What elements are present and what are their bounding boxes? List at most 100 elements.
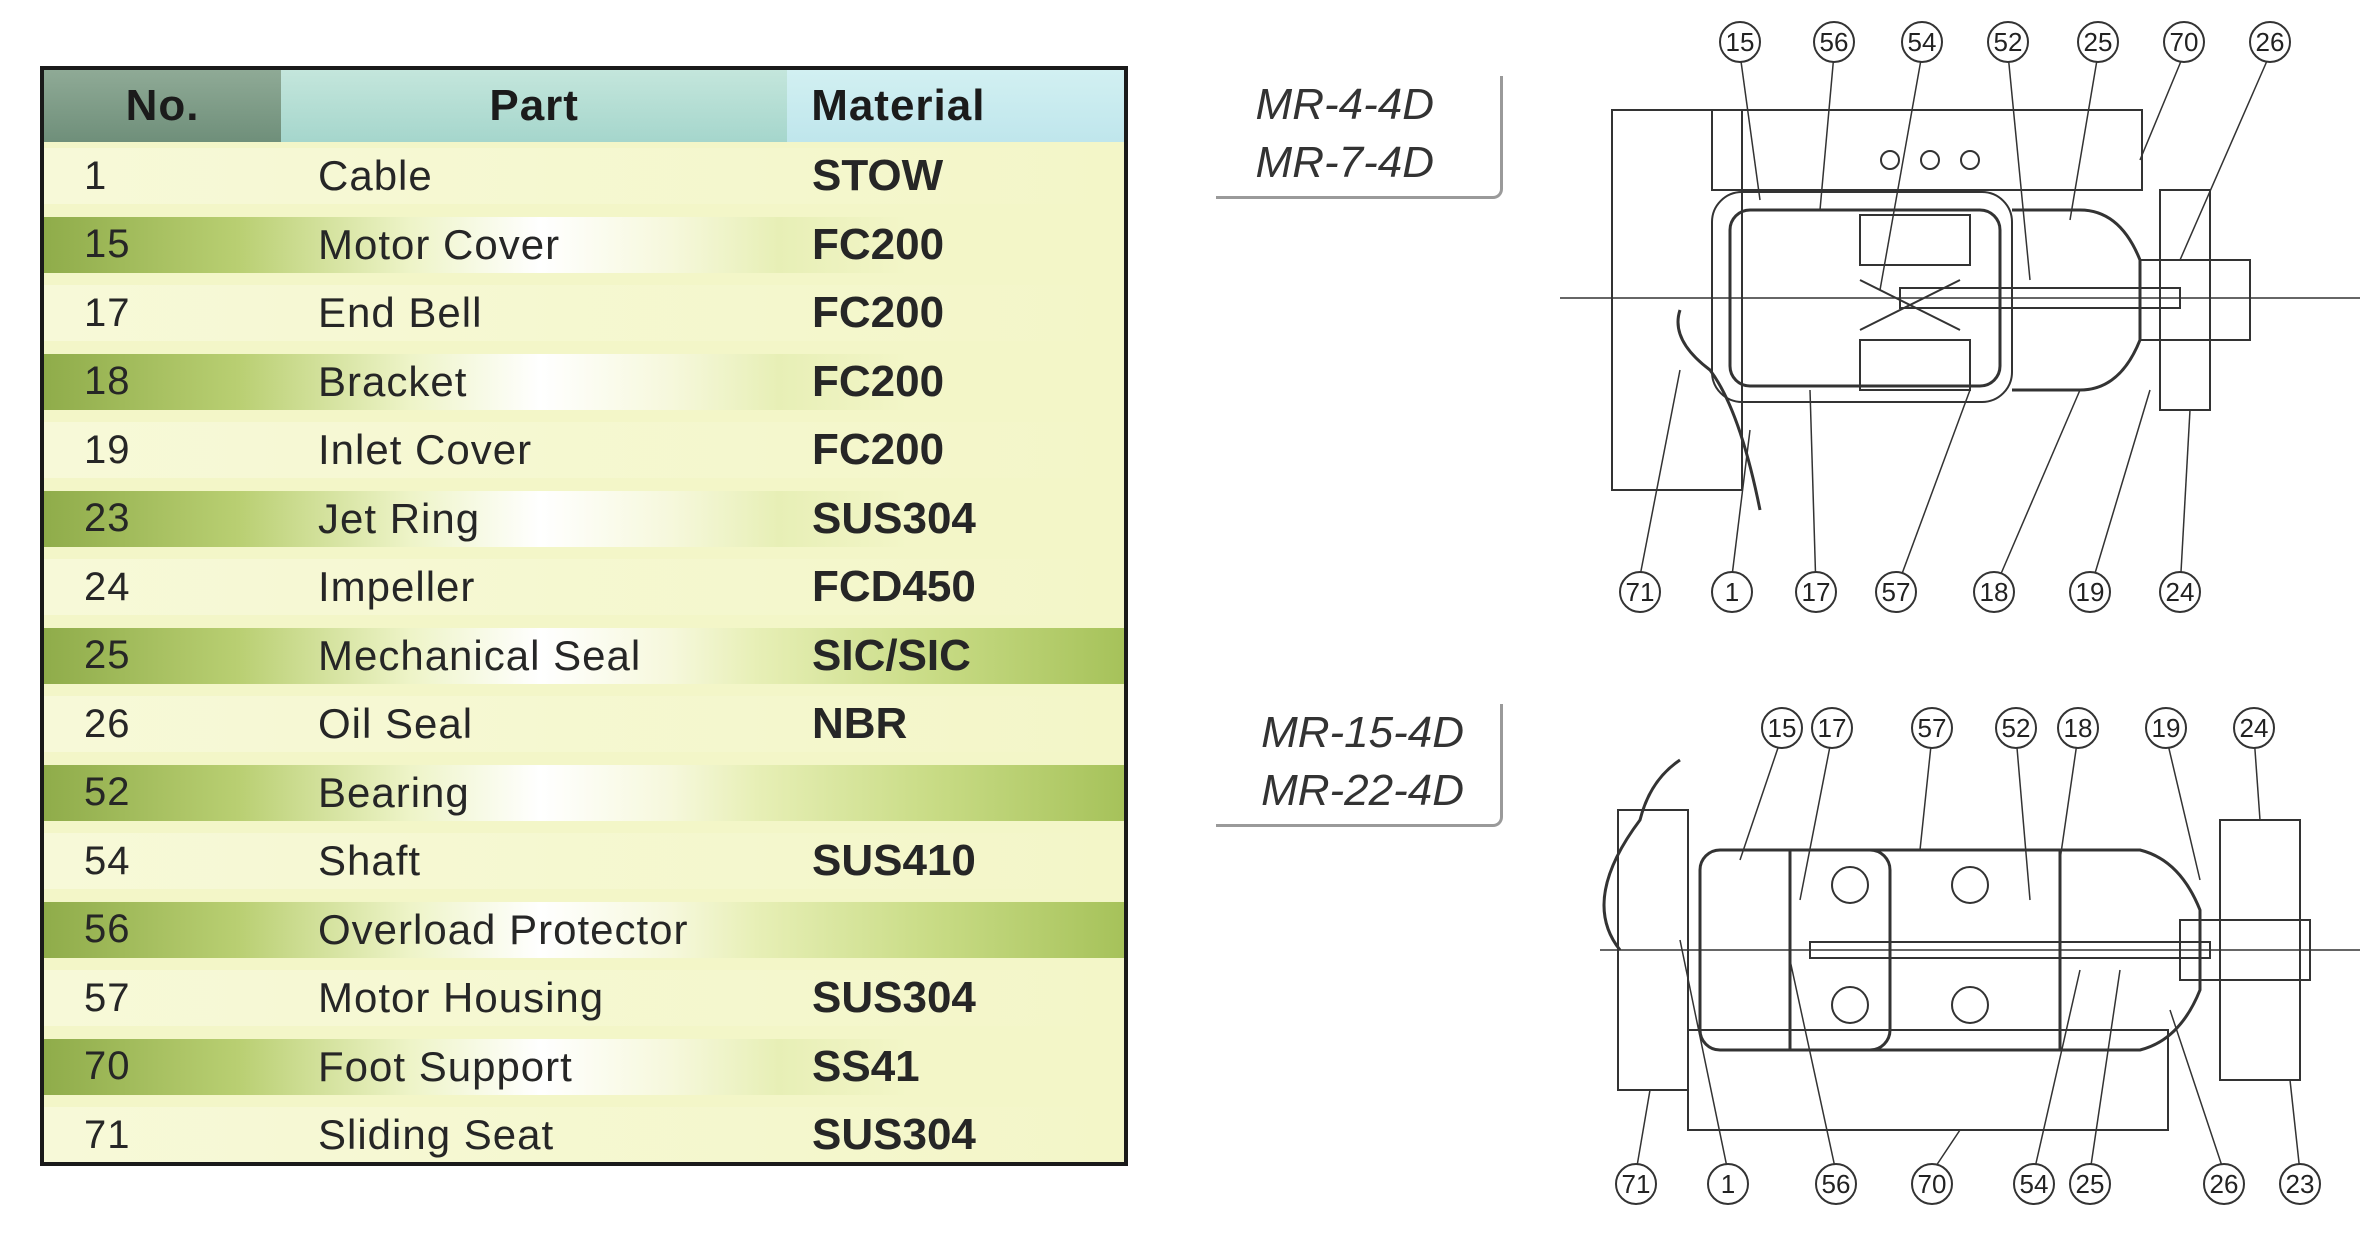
callout-label: 25 bbox=[2076, 1169, 2105, 1199]
callout-circle bbox=[2077, 21, 2119, 63]
cell-material: NBR bbox=[812, 699, 908, 749]
callout-label: 1 bbox=[1725, 577, 1739, 607]
cell-material: FC200 bbox=[812, 356, 945, 406]
cell-part: Cable bbox=[318, 152, 433, 200]
jet-ring-shape bbox=[2159, 189, 2211, 411]
cell-material: SUS304 bbox=[812, 1110, 976, 1160]
sliding-seat-shape bbox=[1611, 109, 1743, 491]
callout-circle bbox=[2069, 571, 2111, 613]
callout-circle bbox=[2203, 1163, 2245, 1205]
callout-label: 25 bbox=[2084, 27, 2113, 57]
callout-label: 52 bbox=[1994, 27, 2023, 57]
row-band bbox=[44, 1038, 1124, 1095]
cell-no: 18 bbox=[84, 359, 131, 404]
row-band bbox=[44, 490, 1124, 547]
callout-circle bbox=[1815, 1163, 1857, 1205]
callout-circle bbox=[1995, 707, 2037, 749]
shaft-shape-b bbox=[1809, 941, 2211, 959]
callout-circle bbox=[2013, 1163, 2055, 1205]
model-label-bottom-frame bbox=[1216, 704, 1503, 827]
callout-circle bbox=[1811, 707, 1853, 749]
row-band bbox=[44, 422, 1124, 478]
callout-label: 52 bbox=[2002, 713, 2031, 743]
impeller-shape bbox=[2139, 259, 2251, 341]
cell-part: Sliding Seat bbox=[318, 1111, 555, 1159]
callout-label: 15 bbox=[1726, 27, 1755, 57]
callout-label: 24 bbox=[2166, 577, 2195, 607]
callout-circle bbox=[2057, 707, 2099, 749]
callout-circle bbox=[1719, 21, 1761, 63]
callout-circle bbox=[2163, 21, 2205, 63]
cell-material: SUS410 bbox=[812, 836, 976, 886]
row-band bbox=[44, 353, 1124, 410]
cell-part: End Bell bbox=[318, 289, 483, 337]
row-band bbox=[44, 833, 1124, 889]
callout-label: 18 bbox=[2064, 713, 2093, 743]
row-band bbox=[44, 764, 1124, 821]
row-band bbox=[44, 559, 1124, 615]
callout-label: 54 bbox=[1908, 27, 1937, 57]
cell-part: Overload Protector bbox=[318, 905, 689, 953]
callout-circle bbox=[1813, 21, 1855, 63]
row-band bbox=[44, 696, 1124, 752]
row-band bbox=[44, 970, 1124, 1026]
cell-part: Oil Seal bbox=[318, 700, 474, 748]
cell-no: 24 bbox=[84, 564, 131, 609]
callout-circle bbox=[1901, 21, 1943, 63]
callout-circle bbox=[2249, 21, 2291, 63]
cell-material: SIC/SIC bbox=[812, 630, 971, 680]
callout-label: 23 bbox=[2286, 1169, 2315, 1199]
header-no: No. bbox=[44, 70, 282, 142]
callout-circle bbox=[1711, 571, 1753, 613]
callout-circle bbox=[1875, 571, 1917, 613]
callout-circle bbox=[2145, 707, 2187, 749]
callout-label: 19 bbox=[2076, 577, 2105, 607]
model-top-line2: MR-7-4D bbox=[1255, 138, 1434, 187]
callout-label: 57 bbox=[1882, 577, 1911, 607]
callout-label: 54 bbox=[2020, 1169, 2049, 1199]
cell-material: FCD450 bbox=[812, 562, 976, 612]
pump-head-shape bbox=[2012, 208, 2142, 392]
foot-support-shape-b bbox=[1687, 1029, 2169, 1131]
cell-no: 17 bbox=[84, 290, 131, 335]
cell-part: Jet Ring bbox=[318, 494, 481, 542]
shaft-shape bbox=[1899, 287, 2181, 309]
model-bottom-line2: MR-22-4D bbox=[1261, 766, 1464, 815]
cell-material: SS41 bbox=[812, 1041, 920, 1091]
stator-upper-shape bbox=[1859, 214, 1971, 266]
callout-label: 24 bbox=[2240, 713, 2269, 743]
callout-circle bbox=[2279, 1163, 2321, 1205]
cell-no: 19 bbox=[84, 427, 131, 472]
callout-label: 17 bbox=[1802, 577, 1831, 607]
cell-part: Mechanical Seal bbox=[318, 631, 642, 679]
callout-circle bbox=[1707, 1163, 1749, 1205]
header-part: Part bbox=[281, 70, 788, 142]
cell-no: 1 bbox=[84, 153, 108, 198]
cell-part: Impeller bbox=[318, 563, 476, 611]
callout-label: 17 bbox=[1818, 713, 1847, 743]
callout-circle bbox=[1761, 707, 1803, 749]
cell-part: Bracket bbox=[318, 357, 468, 405]
cell-no: 56 bbox=[84, 907, 131, 952]
cell-material: STOW bbox=[812, 151, 944, 201]
row-band bbox=[44, 1107, 1124, 1162]
callout-label: 56 bbox=[1822, 1169, 1851, 1199]
callout-label: 70 bbox=[1918, 1169, 1947, 1199]
cell-material: FC200 bbox=[812, 425, 945, 475]
callout-label: 19 bbox=[2152, 713, 2181, 743]
stator-lower-shape bbox=[1859, 339, 1971, 391]
motor-housing-shape bbox=[1711, 191, 2013, 403]
callout-circle bbox=[2233, 707, 2275, 749]
callout-circle bbox=[1987, 21, 2029, 63]
callout-label: 18 bbox=[1980, 577, 2009, 607]
row-band bbox=[44, 148, 1124, 204]
cell-material: FC200 bbox=[812, 288, 945, 338]
